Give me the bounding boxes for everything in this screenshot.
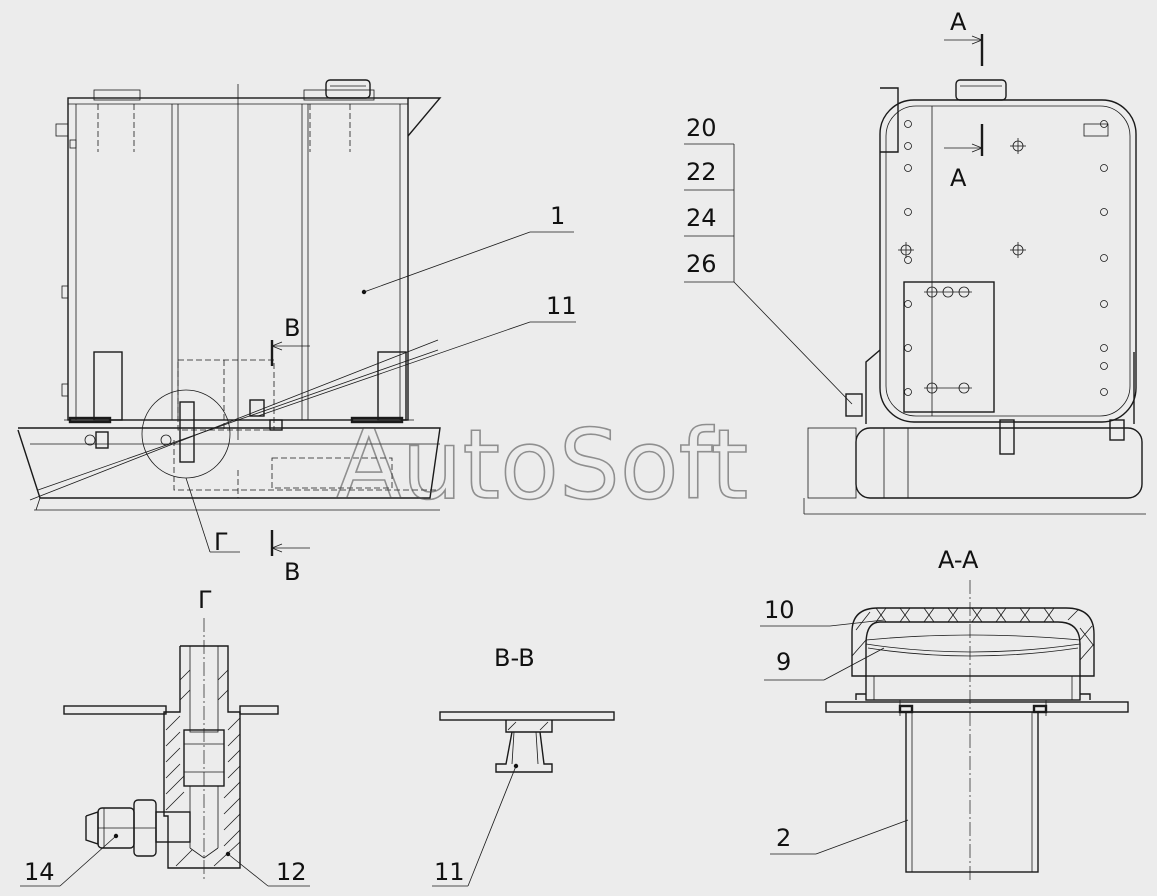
section-aa-title: A-A [938, 546, 979, 574]
label-part-14: 14 [24, 858, 55, 886]
front-view [17, 79, 576, 556]
label-part-20: 20 [686, 114, 717, 142]
label-part-12: 12 [276, 858, 307, 886]
section-bb [432, 711, 615, 887]
label-part-11-bottom: 11 [434, 858, 465, 886]
section-b-top-label: B [284, 314, 300, 342]
label-part-24: 24 [686, 204, 717, 232]
section-a-top-label: A [950, 8, 967, 36]
label-part-10: 10 [764, 596, 795, 624]
watermark-text: AutoSoft [336, 409, 748, 521]
label-part-11-top: 11 [546, 292, 577, 320]
cap-hatch [851, 607, 1095, 661]
detail-g [20, 618, 310, 887]
section-aa [760, 580, 1129, 880]
section-a-mid-label: A [950, 164, 967, 192]
section-b-bottom-label: B [284, 558, 300, 586]
label-part-26: 26 [686, 250, 717, 278]
detail-g-title: Г [198, 586, 213, 614]
detail-g-marker: Г [214, 528, 229, 556]
label-part-2: 2 [776, 824, 791, 852]
label-part-22: 22 [686, 158, 717, 186]
side-bolts [898, 138, 1026, 258]
section-bb-title: B-B [494, 644, 535, 672]
side-view [684, 34, 1146, 515]
label-part-1: 1 [550, 202, 565, 230]
label-part-9: 9 [776, 648, 791, 676]
side-holes [904, 120, 1108, 396]
